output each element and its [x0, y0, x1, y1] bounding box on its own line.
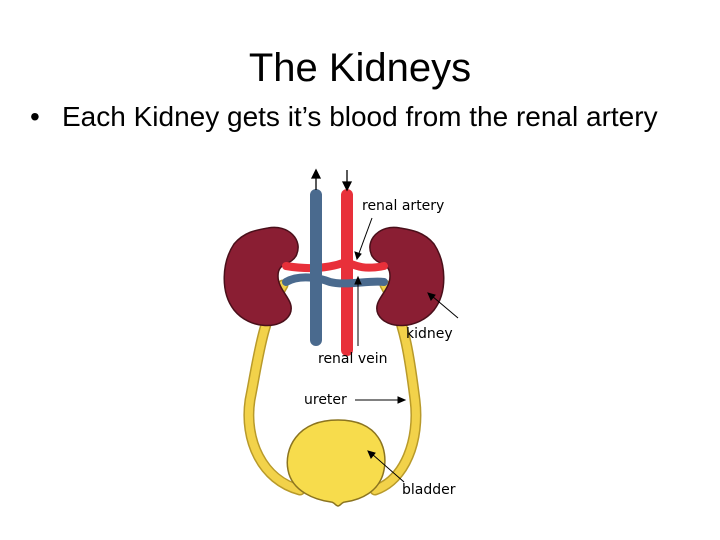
label-bladder: bladder — [402, 482, 456, 498]
slide-title: The Kidneys — [248, 46, 472, 90]
left-kidney — [223, 226, 299, 327]
label-ureter: ureter — [304, 392, 347, 408]
leader-renal-vein — [354, 275, 362, 346]
flow-arrows — [310, 168, 353, 192]
label-kidney: kidney — [406, 326, 453, 342]
leader-kidney — [427, 292, 459, 319]
label-renal-vein: renal vein — [318, 351, 388, 367]
renal-artery-branches — [282, 257, 388, 273]
leader-renal-artery — [354, 217, 373, 261]
bullet-marker: • — [30, 101, 40, 132]
renal-vein-branches — [282, 273, 388, 288]
leader-ureter — [355, 396, 407, 404]
bladder — [286, 419, 386, 507]
leader-bladder — [367, 450, 405, 483]
bullet-text: Each Kidney gets it’s blood from the ren… — [62, 101, 658, 132]
right-kidney — [369, 226, 445, 327]
label-renal-artery: renal artery — [362, 198, 444, 214]
